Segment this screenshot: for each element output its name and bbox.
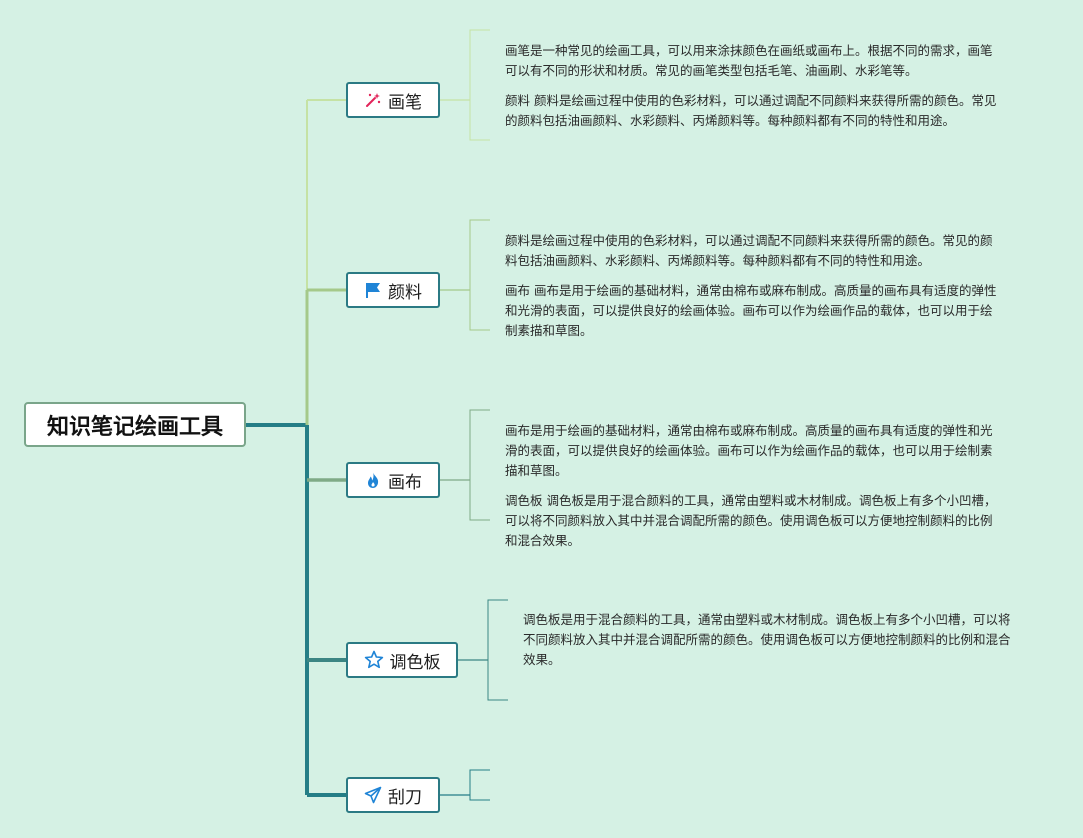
root-topic[interactable]: 知识笔记绘画工具 [24, 402, 246, 447]
root-topic-label: 知识笔记绘画工具 [46, 414, 223, 440]
note-text: 颜料是绘画过程中使用的色彩材料，可以通过调配不同颜料来获得所需的颜色。常见的颜料… [505, 233, 993, 268]
note-text: 画布是用于绘画的基础材料，通常由棉布或麻布制成。高质量的画布具有适度的弹性和光滑… [505, 423, 993, 478]
paper-plane-icon [364, 786, 382, 804]
magic-wand-icon [364, 91, 382, 109]
topic-pigment[interactable]: 颜料 [346, 272, 440, 308]
flag-icon [364, 281, 382, 299]
fire-icon [364, 471, 382, 489]
note-bracket [469, 29, 490, 141]
star-icon [364, 650, 384, 670]
note-text: 调色板是用于混合颜料的工具，通常由塑料或木材制成。调色板上有多个小凹槽，可以将不… [523, 612, 1011, 667]
topic-canvas[interactable]: 画布 [346, 462, 440, 498]
topic-palette-label: 调色板 [389, 652, 441, 673]
topic-palette[interactable]: 调色板 [346, 642, 458, 678]
note-bracket [469, 769, 490, 801]
topic-brush-label: 画笔 [388, 92, 422, 113]
note-bracket [487, 599, 508, 701]
note-canvas: 画布是用于绘画的基础材料，通常由棉布或麻布制成。高质量的画布具有适度的弹性和光滑… [505, 421, 1000, 551]
note-pigment: 颜料是绘画过程中使用的色彩材料，可以通过调配不同颜料来获得所需的颜色。常见的颜料… [505, 231, 1000, 341]
note-palette: 调色板是用于混合颜料的工具，通常由塑料或木材制成。调色板上有多个小凹槽，可以将不… [523, 610, 1018, 670]
note-brush: 画笔是一种常见的绘画工具，可以用来涂抹颜色在画纸或画布上。根据不同的需求，画笔可… [505, 41, 1000, 131]
topic-canvas-label: 画布 [388, 472, 422, 493]
note-text: 画布 画布是用于绘画的基础材料，通常由棉布或麻布制成。高质量的画布具有适度的弹性… [505, 283, 997, 338]
topic-brush[interactable]: 画笔 [346, 82, 440, 118]
note-text: 颜料 颜料是绘画过程中使用的色彩材料，可以通过调配不同颜料来获得所需的颜色。常见… [505, 93, 997, 128]
topic-palette-knife-label: 刮刀 [388, 787, 422, 808]
topic-palette-knife[interactable]: 刮刀 [346, 777, 440, 813]
note-bracket [469, 409, 490, 521]
note-bracket [469, 219, 490, 331]
note-text: 画笔是一种常见的绘画工具，可以用来涂抹颜色在画纸或画布上。根据不同的需求，画笔可… [505, 43, 993, 78]
topic-pigment-label: 颜料 [388, 282, 422, 303]
note-text: 调色板 调色板是用于混合颜料的工具，通常由塑料或木材制成。调色板上有多个小凹槽，… [505, 493, 997, 548]
